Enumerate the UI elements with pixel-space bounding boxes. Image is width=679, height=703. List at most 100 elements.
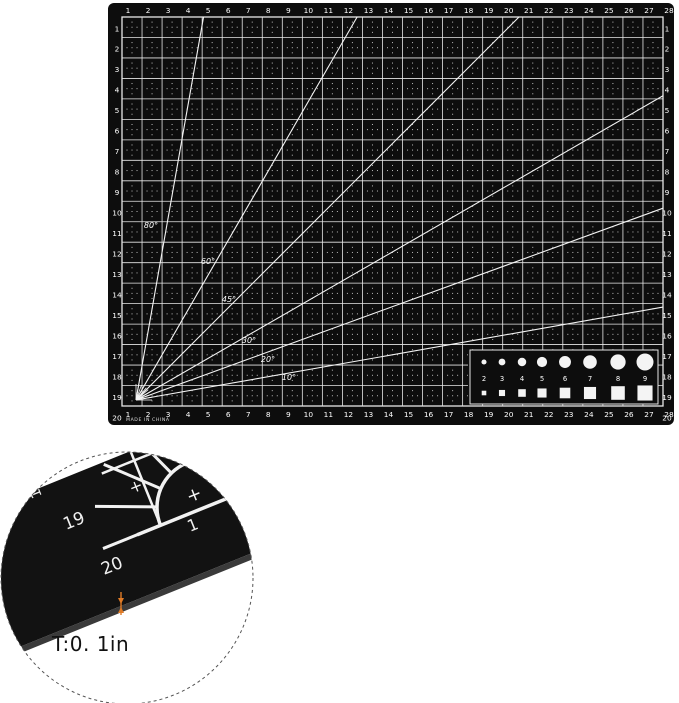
grid-dot (517, 149, 519, 151)
grid-dot (412, 390, 414, 392)
grid-dot (477, 313, 479, 315)
grid-dot (467, 26, 469, 28)
grid-dot (412, 298, 414, 300)
grid-dot (271, 144, 273, 146)
grid-dot (236, 170, 238, 172)
grid-dot (552, 267, 554, 269)
grid-dot (246, 251, 248, 253)
grid-dot (452, 62, 454, 64)
grid-dot (532, 31, 534, 33)
grid-dot (331, 298, 333, 300)
grid-dot (271, 251, 273, 253)
grid-dot (452, 379, 454, 381)
grid-dot (231, 374, 233, 376)
grid-dot (552, 308, 554, 310)
grid-dot (452, 52, 454, 54)
row-label: 12 (662, 249, 671, 258)
grid-dot (572, 52, 574, 54)
grid-dot (326, 108, 328, 110)
grid-dot (191, 313, 193, 315)
grid-dot (632, 231, 634, 233)
grid-dot (271, 349, 273, 351)
grid-dot (412, 267, 414, 269)
grid-dot (246, 395, 248, 397)
row-label: 4 (665, 86, 670, 95)
grid-dot (331, 52, 333, 54)
grid-dot (492, 123, 494, 125)
grid-dot (151, 123, 153, 125)
grid-dot (612, 21, 614, 23)
grid-dot (386, 395, 388, 397)
grid-dot (311, 333, 313, 335)
grid-dot (146, 190, 148, 192)
grid-dot (592, 195, 594, 197)
grid-dot (171, 374, 173, 376)
grid-dot (412, 231, 414, 233)
grid-dot (497, 26, 499, 28)
grid-dot (472, 123, 474, 125)
grid-dot (266, 231, 268, 233)
grid-dot (146, 292, 148, 294)
grid-dot (186, 129, 188, 131)
grid-dot (472, 257, 474, 259)
grid-dot (336, 88, 338, 90)
grid-dot (331, 154, 333, 156)
grid-dot (131, 267, 133, 269)
grid-dot (652, 123, 654, 125)
grid-dot (196, 67, 198, 69)
grid-dot (392, 390, 393, 392)
grid-dot (151, 164, 153, 166)
grid-dot (211, 62, 213, 64)
grid-dot (131, 257, 133, 259)
grid-dot (547, 292, 549, 294)
grid-dot (457, 149, 459, 151)
grid-dot (592, 170, 594, 172)
grid-dot (371, 190, 373, 192)
grid-dot (131, 42, 133, 44)
column-label: 2 (146, 410, 151, 419)
grid-dot (597, 129, 599, 131)
grid-dot (211, 113, 213, 115)
column-label: 12 (344, 410, 353, 419)
grid-dot (492, 52, 494, 54)
grid-dot (532, 298, 534, 300)
grid-dot (592, 287, 594, 289)
grid-dot (647, 26, 649, 28)
thickness-label: T:0. 1in (52, 632, 130, 656)
grid-dot (652, 298, 654, 300)
grid-dot (151, 108, 153, 110)
grid-dot (351, 21, 353, 23)
grid-dot (151, 42, 153, 44)
grid-dot (231, 175, 233, 177)
grid-dot (291, 328, 293, 330)
column-label: 17 (444, 410, 454, 419)
grid-dot (196, 211, 198, 212)
grid-dot (226, 333, 228, 335)
grid-dot (211, 277, 213, 279)
grid-dot (587, 211, 589, 212)
grid-dot (131, 72, 133, 74)
grid-dot (286, 26, 288, 28)
grid-dot (412, 83, 414, 85)
origin-fan-ray (135, 385, 145, 401)
grid-dot (532, 103, 534, 105)
grid-dot (371, 108, 373, 110)
grid-dot (577, 251, 579, 253)
grid-dot (632, 216, 634, 218)
grid-dot (171, 292, 173, 294)
grid-dot (632, 154, 634, 156)
grid-dot (311, 226, 313, 228)
grid-dot (537, 170, 539, 172)
grid-dot (151, 400, 153, 402)
grid-dot (632, 26, 634, 28)
grid-dot (336, 231, 338, 233)
grid-dot (527, 272, 529, 274)
grid-dot (652, 62, 654, 64)
grid-dot (432, 308, 434, 310)
grid-dot (136, 170, 138, 172)
grid-dot (392, 349, 393, 351)
grid-dot (637, 333, 639, 335)
grid-dot (537, 88, 539, 90)
column-label: 15 (404, 6, 414, 15)
grid-dot (136, 333, 138, 335)
